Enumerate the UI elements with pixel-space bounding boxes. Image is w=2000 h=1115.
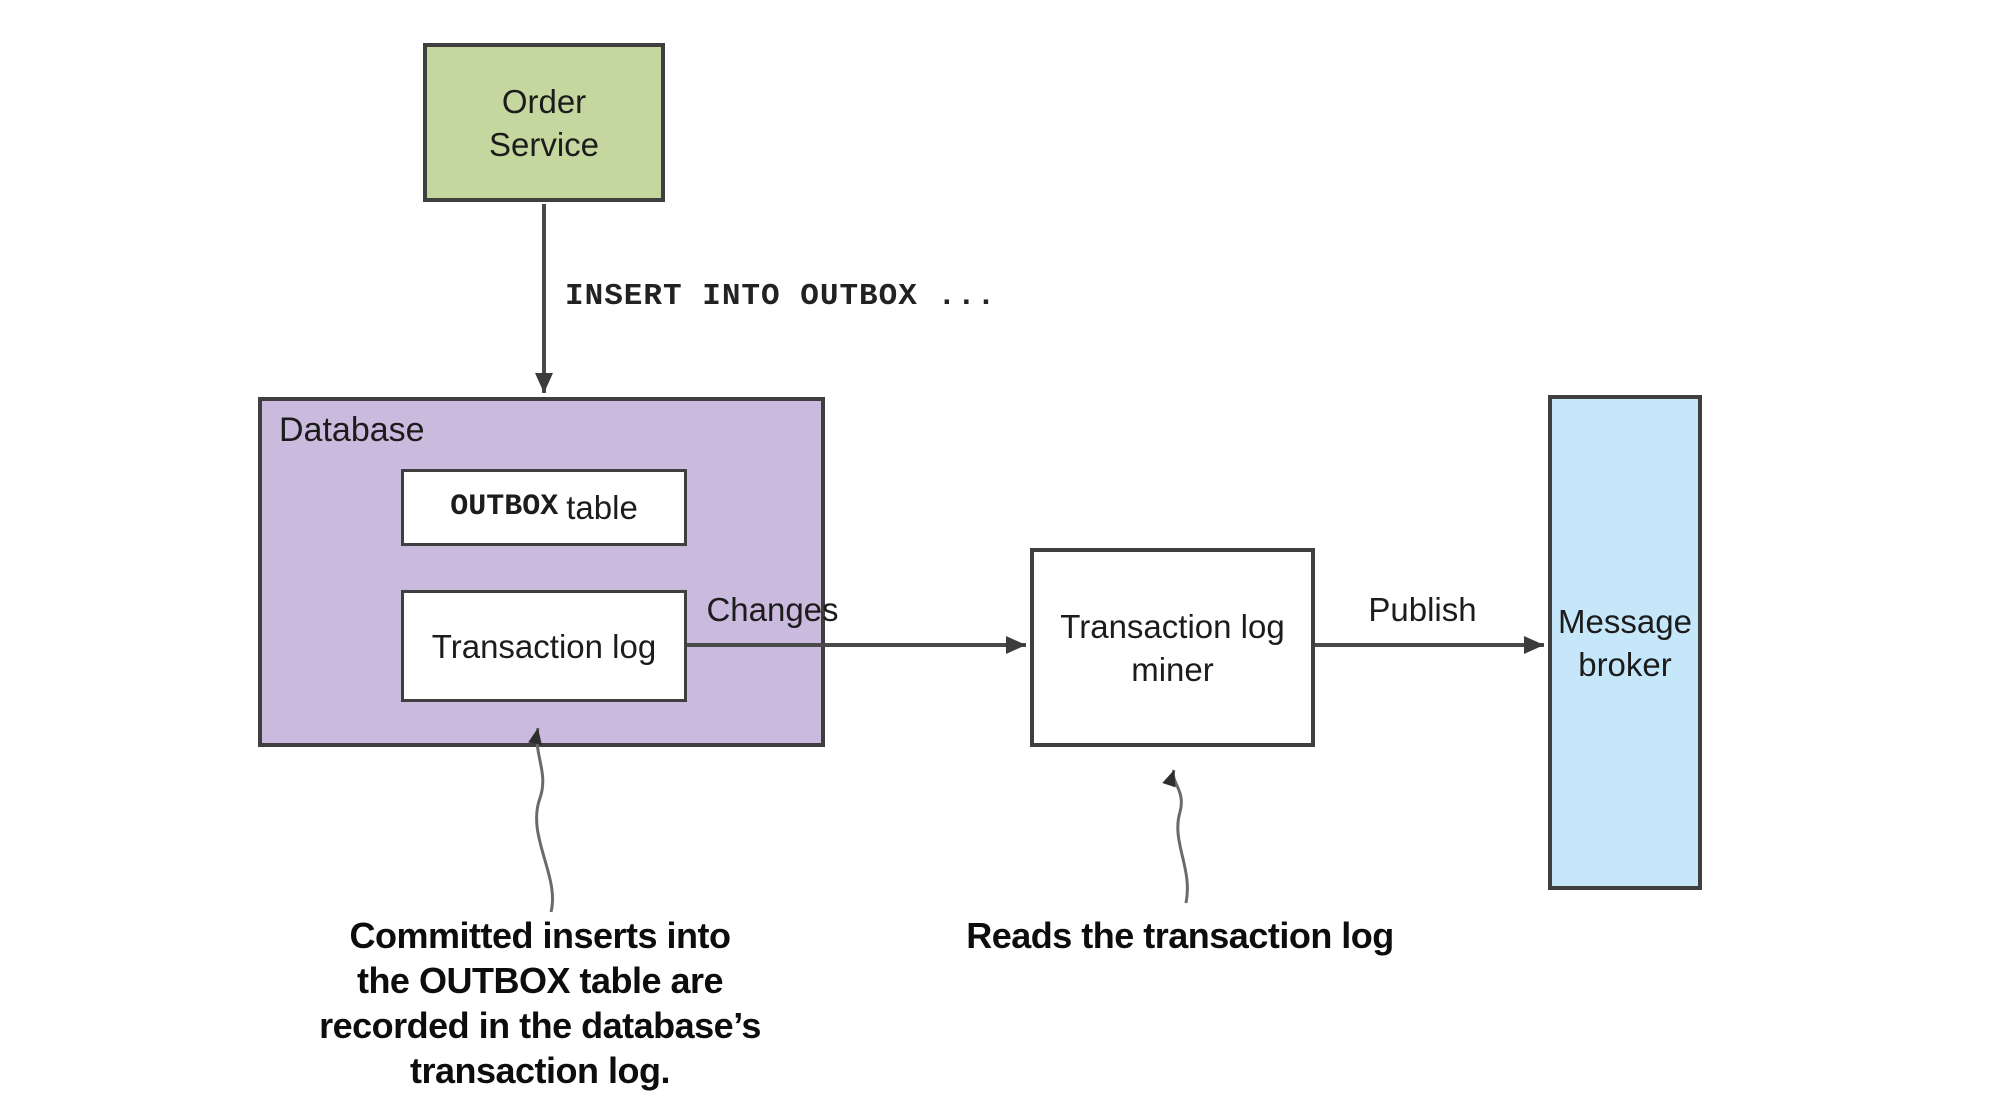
annotation-right-arrow xyxy=(1162,769,1189,904)
annotation-reads-transaction-log: Reads the transaction log xyxy=(960,913,1400,958)
outbox-table-label-rest: table xyxy=(566,489,638,526)
order-service-box: Order Service xyxy=(423,43,665,202)
publish-label: Publish xyxy=(1368,591,1477,628)
annotation-left-arrow xyxy=(528,727,554,913)
insert-into-outbox-label: INSERT INTO OUTBOX ... xyxy=(565,279,997,314)
message-broker-label-line2: broker xyxy=(1578,645,1672,683)
annotation-left-line2: the OUTBOX table are xyxy=(356,960,724,1001)
database-label: Database xyxy=(279,411,425,449)
annotation-left-line1: Committed inserts into xyxy=(349,915,731,956)
miner-label-line2: miner xyxy=(1131,650,1214,688)
transaction-log-label: Transaction log xyxy=(431,627,657,665)
message-broker-box: Message broker xyxy=(1548,395,1702,890)
order-service-label-line1: Order xyxy=(501,82,587,120)
changes-label: Changes xyxy=(706,591,839,628)
annotation-left-line4: transaction log. xyxy=(409,1050,671,1091)
transaction-log-miner-box: Transaction log miner xyxy=(1030,548,1315,747)
outbox-table-label-mono: OUTBOX xyxy=(450,490,559,524)
outbox-table-box: OUTBOX table xyxy=(401,469,687,546)
annotation-left-line3: recorded in the database’s xyxy=(319,1005,761,1046)
annotation-right-line1: Reads the transaction log xyxy=(966,915,1394,956)
miner-label-line1: Transaction log xyxy=(1060,607,1285,645)
message-broker-label-line1: Message xyxy=(1558,602,1692,640)
transaction-log-box: Transaction log xyxy=(401,590,687,702)
annotation-committed-inserts: Committed inserts into the OUTBOX table … xyxy=(300,913,780,1093)
order-service-label-line2: Service xyxy=(488,125,600,163)
